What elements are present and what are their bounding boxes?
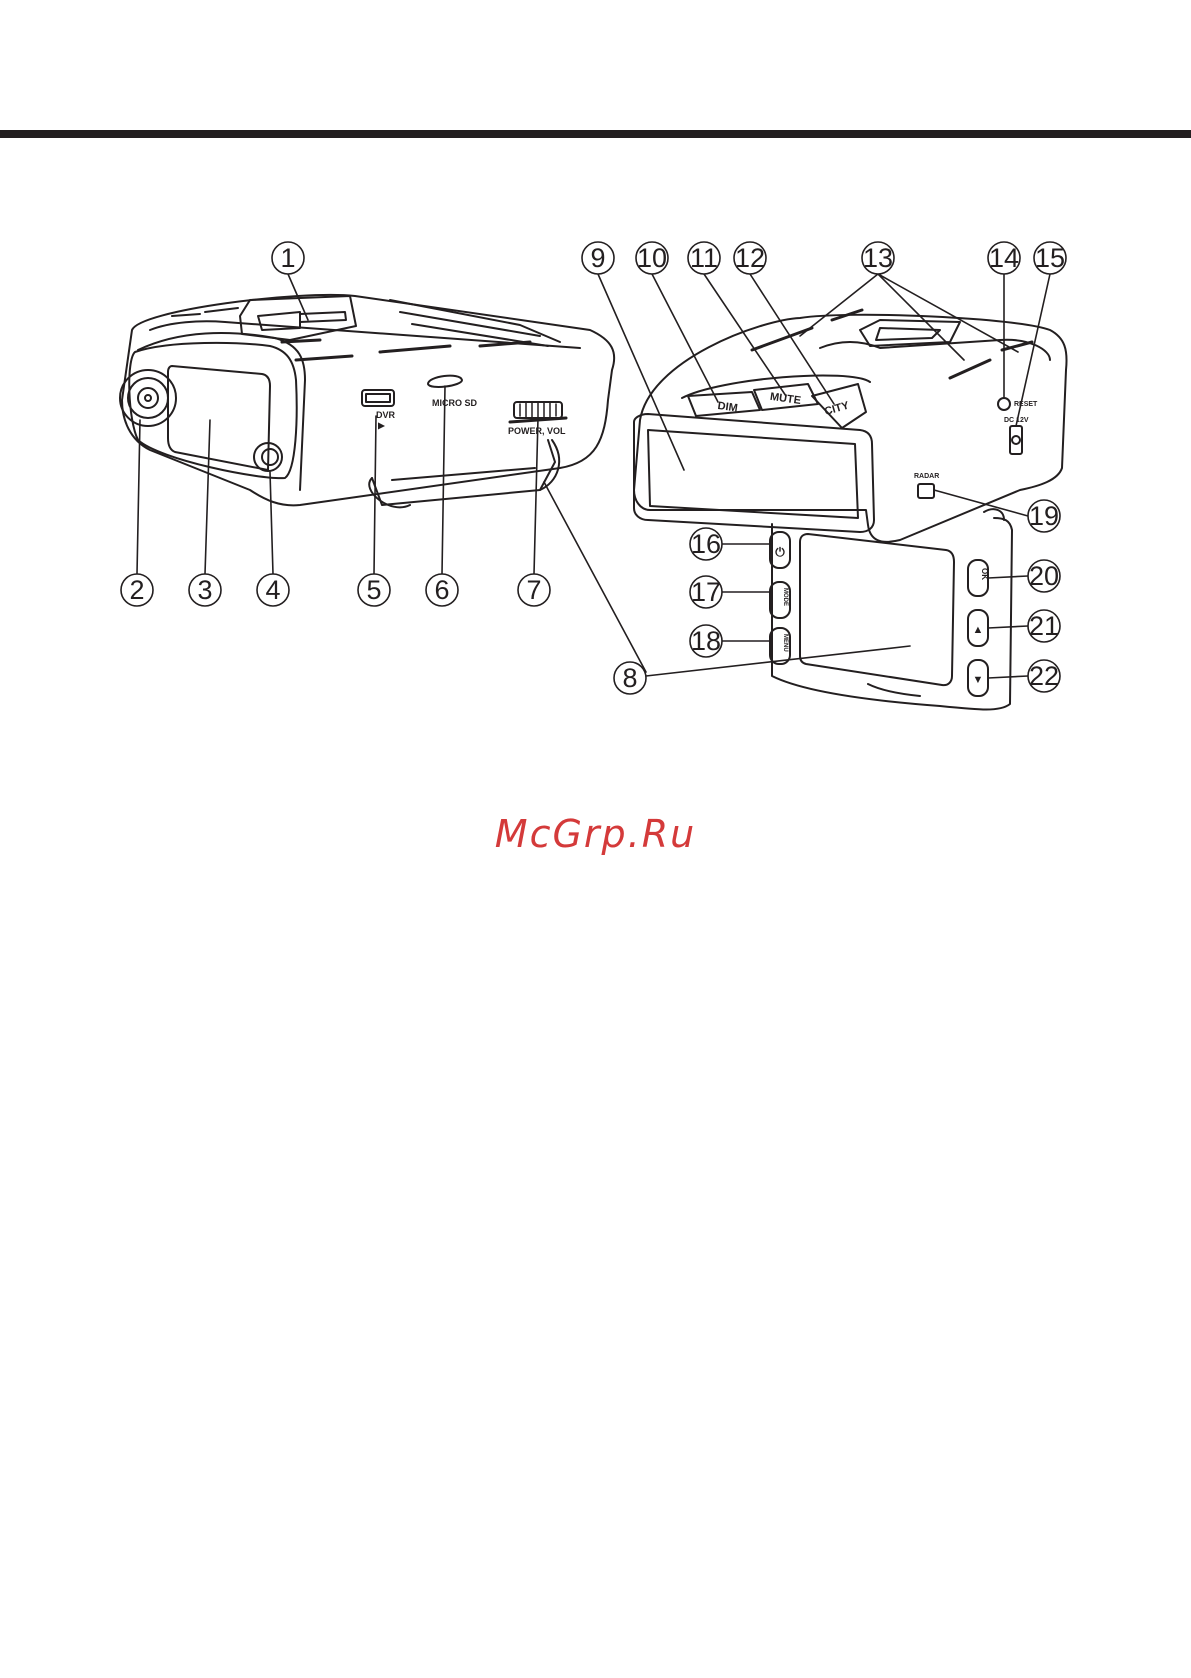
callout-number-12: 12 xyxy=(735,243,765,273)
callout-number-8: 8 xyxy=(622,663,637,693)
watermark-text: McGrp.Ru xyxy=(0,812,1191,856)
callout-number-21: 21 xyxy=(1029,611,1059,641)
dim-label: DIM xyxy=(717,400,739,415)
leader-line-20 xyxy=(988,576,1028,578)
callout-number-7: 7 xyxy=(526,575,541,605)
callout-number-3: 3 xyxy=(197,575,212,605)
callout-number-6: 6 xyxy=(434,575,449,605)
usb-symbol: ▲ xyxy=(375,420,389,432)
city-label: CITY xyxy=(823,399,851,418)
callout-number-4: 4 xyxy=(265,575,280,605)
callout-number-1: 1 xyxy=(280,243,295,273)
reset-label: RESET xyxy=(1014,401,1038,408)
power-symbol: ⏻ xyxy=(775,545,785,559)
callout-number-19: 19 xyxy=(1029,501,1059,531)
callout-number-11: 11 xyxy=(690,243,718,273)
radar-label: RADAR xyxy=(914,473,939,480)
leader-line-4 xyxy=(270,472,273,574)
callout-number-18: 18 xyxy=(691,626,721,656)
radar-port xyxy=(918,484,934,498)
device-diagram: DVR ▲ MICRO SD POWER, VOL xyxy=(0,0,1191,760)
leader-line-8 xyxy=(646,646,910,676)
up-arrow-label: ▲ xyxy=(973,624,984,636)
callout-number-20: 20 xyxy=(1029,561,1059,591)
mute-label: MUTE xyxy=(769,391,802,407)
leader-line-22 xyxy=(988,676,1028,678)
callout-number-16: 16 xyxy=(691,529,721,559)
callout-number-14: 14 xyxy=(989,243,1019,273)
callout-number-10: 10 xyxy=(637,243,667,273)
leader-line-6 xyxy=(442,386,445,574)
down-arrow-label: ▼ xyxy=(973,674,984,686)
leader-line-12 xyxy=(750,274,834,404)
micro-sd-label: MICRO SD xyxy=(432,398,478,408)
callout-number-15: 15 xyxy=(1035,243,1065,273)
leader-line-7 xyxy=(534,418,538,574)
callout-number-17: 17 xyxy=(691,577,721,607)
leader-line-5 xyxy=(374,416,376,574)
dvr-label: DVR xyxy=(376,410,396,420)
callout-number-22: 22 xyxy=(1029,661,1059,691)
leader-line-10 xyxy=(652,274,718,402)
menu-label: MENU xyxy=(782,634,788,652)
callout-number-2: 2 xyxy=(129,575,144,605)
leader-line-3 xyxy=(205,420,210,574)
left-body xyxy=(122,295,614,505)
callout-number-13: 13 xyxy=(863,243,893,273)
callout-number-5: 5 xyxy=(366,575,381,605)
leader-line-21 xyxy=(988,626,1028,628)
left-top-fin xyxy=(240,296,356,340)
lcd-screen xyxy=(800,534,954,685)
leader-line-8 xyxy=(544,482,646,672)
mode-label: MODE xyxy=(782,588,788,606)
reset-button xyxy=(998,398,1010,410)
leader-line-19 xyxy=(934,490,1028,516)
leader-line-13 xyxy=(878,274,1018,352)
left-device: DVR ▲ MICRO SD POWER, VOL xyxy=(120,295,614,507)
callout-number-9: 9 xyxy=(590,243,605,273)
leader-line-11 xyxy=(704,274,786,396)
